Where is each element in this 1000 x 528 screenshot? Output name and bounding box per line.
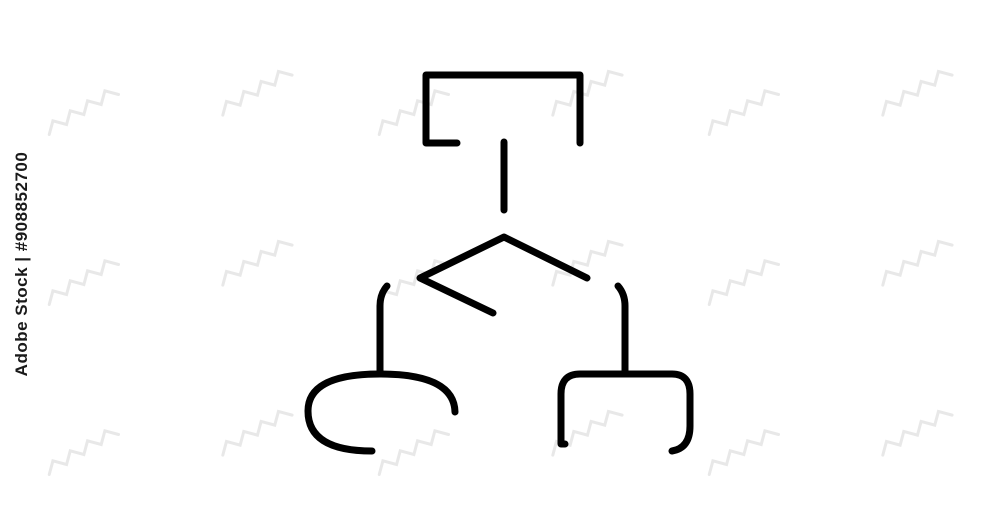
- left-branch-line: [376, 282, 391, 377]
- top-box-shape: [422, 71, 584, 147]
- left-terminal-shape: [304, 370, 459, 455]
- right-terminal-shape: [557, 370, 694, 455]
- decision-diamond-shape: [416, 233, 591, 317]
- stock-id-text: Adobe Stock | #908852700: [12, 151, 31, 377]
- right-branch-line: [614, 282, 629, 377]
